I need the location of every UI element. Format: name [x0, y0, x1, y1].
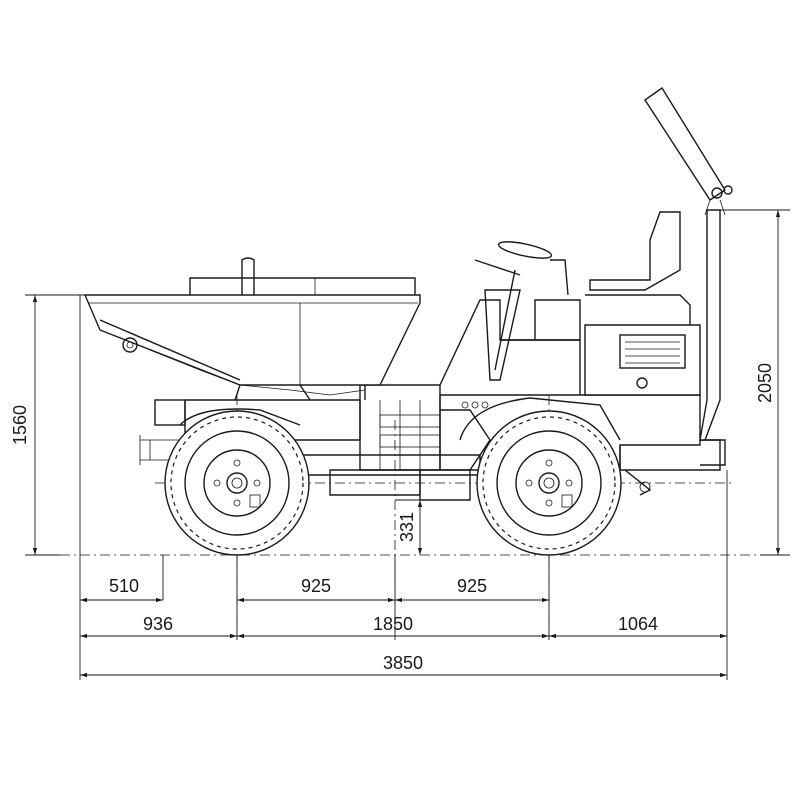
dim-label-1850: 1850 [373, 614, 413, 634]
dimension-lines [25, 209, 790, 680]
dim-label-936: 936 [143, 614, 173, 634]
dump-skip [83, 257, 421, 401]
dim-label-1064: 1064 [618, 614, 658, 634]
dim-label-1560: 1560 [10, 405, 30, 445]
dim-label-925-rear: 925 [301, 576, 331, 596]
front-fender [459, 397, 621, 441]
dim-label-510: 510 [109, 576, 139, 596]
rear-wheel [164, 410, 310, 556]
dim-label-3850: 3850 [383, 653, 423, 673]
dim-label-331: 331 [397, 512, 417, 542]
front-wheel [476, 410, 622, 556]
operator-station [439, 211, 701, 396]
dim-label-925-front: 925 [457, 576, 487, 596]
dim-label-2050: 2050 [755, 363, 775, 403]
rear-fender [179, 408, 301, 426]
dimension-labels: 510 925 925 936 1850 1064 3850 1560 2050… [10, 363, 775, 673]
dumper-machine [83, 86, 733, 556]
